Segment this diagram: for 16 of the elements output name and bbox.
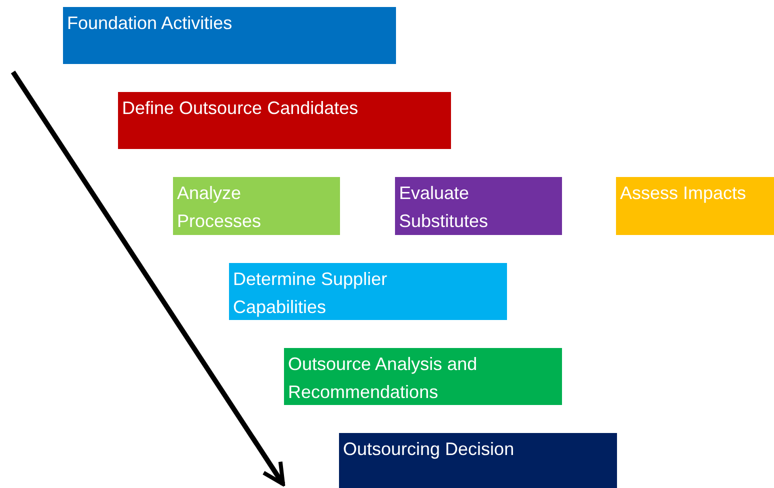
step-label: Outsourcing Decision	[343, 438, 514, 461]
step-box	[395, 177, 562, 235]
step-box	[173, 177, 340, 235]
step-label: Foundation Activities	[67, 12, 232, 35]
step-box	[63, 7, 396, 64]
step-label: Analyze Processes	[177, 182, 262, 233]
step-box	[284, 348, 562, 405]
step-label: Assess Impacts	[620, 182, 746, 205]
step-box	[339, 433, 617, 488]
step-label: Determine Supplier Capabilities	[233, 268, 388, 319]
step-box	[118, 92, 451, 149]
step-label: Evaluate Substitutes	[399, 182, 490, 233]
step-label: Outsource Analysis and Recommendations	[288, 353, 478, 404]
step-label: Define Outsource Candidates	[122, 97, 358, 120]
step-box	[616, 177, 774, 235]
step-box	[229, 263, 507, 320]
